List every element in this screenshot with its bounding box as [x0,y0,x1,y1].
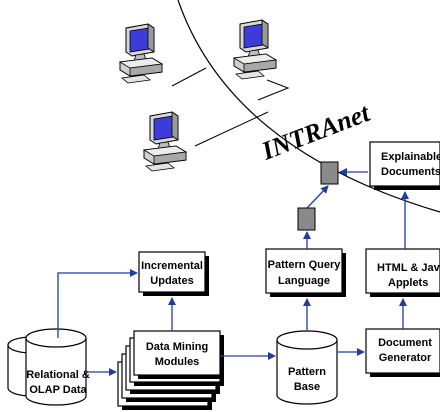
network-wire-3 [194,111,269,147]
pql-label-line2: Language [278,275,330,287]
incremental-updates-box: Incremental Updates [138,251,209,296]
explainable-documents-box: Explainable Documents [369,141,440,190]
mining-label-line2: Modules [155,356,200,368]
incremental-label-line2: Updates [150,275,193,287]
incremental-label-line1: Incremental [141,260,203,272]
doc-gen-label-line2: Generator [379,352,432,364]
connector-square-upper [320,161,339,185]
data-mining-modules-stack: Data Mining Modules [117,330,224,410]
computer-icon [119,23,163,84]
pattern-query-language-box: Pattern Query Language [265,248,346,297]
intranet-label: INTRAnet [257,98,374,166]
pql-label-line1: Pattern Query [268,259,342,271]
arrow-connector-to-connector [306,185,329,209]
pattern-base-store: Pattern Base [276,330,338,405]
pattern-base-label-line2: Base [294,381,320,393]
explainable-label-line2: Documents [381,166,440,178]
connector-square-lower [297,207,316,231]
html-java-label-line1: HTML & Java [377,262,440,274]
document-generator-box: Document Generator [365,328,440,377]
computer-icon [233,19,277,80]
explainable-label-line1: Explainable [381,151,440,163]
pattern-base-label-line1: Pattern [288,366,326,378]
arrow-relational-to-incremental [57,269,138,338]
mining-label-line1: Data Mining [146,341,208,353]
intranet-boundary-arc [177,0,440,213]
html-java-label-line2: Applets [388,277,428,289]
relational-label-line1: Relational & [26,369,90,381]
network-wire-2 [257,79,290,101]
relational-olap-data-store: Relational & OLAP Data [7,328,90,406]
relational-label-line2: OLAP Data [29,384,87,396]
html-java-applets-box: HTML & Java Applets [365,248,440,297]
computer-icon [143,111,187,172]
doc-gen-label-line1: Document [378,337,432,349]
network-wire-1 [171,67,207,87]
